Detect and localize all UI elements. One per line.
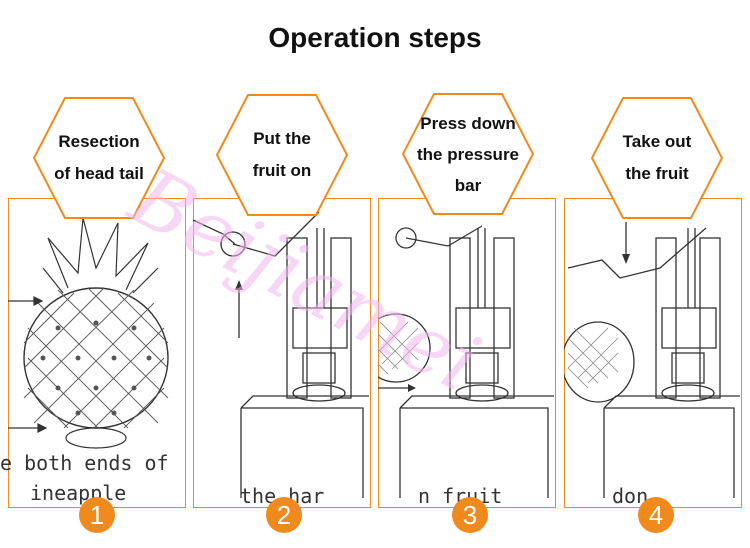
step-2-panel <box>193 198 371 508</box>
step-3-panel <box>378 198 556 508</box>
peeler-machine-icon <box>378 198 556 508</box>
step-2-label-line-2: fruit on <box>252 161 312 180</box>
step-4-label-line-1: Take out <box>622 132 692 151</box>
step-3-label-line-3: bar <box>454 175 482 195</box>
peeler-machine-icon <box>564 198 742 508</box>
step-1-panel <box>8 198 186 508</box>
step-2-label-hexagon: Put the fruit on <box>215 93 349 217</box>
step-4-caption: don <box>612 484 649 508</box>
step-1-caption-line-1: e both ends of <box>0 451 169 475</box>
step-2-caption: the har <box>240 484 325 508</box>
step-3-label-hexagon: Press down the pressure bar <box>401 92 535 216</box>
peeler-machine-icon <box>193 198 371 508</box>
step-2-number-badge: 2 <box>266 497 302 533</box>
page-title: Operation steps <box>268 22 482 53</box>
step-4-label-hexagon: Take out the fruit <box>590 96 724 220</box>
step-2-label-line-1: Put the <box>253 129 311 148</box>
step-1-caption-line-2: ineapple <box>30 481 127 505</box>
step-1-label-line-2: of head tail <box>54 164 144 183</box>
step-1-caption: e both ends of ineapple <box>0 448 186 508</box>
step-1-number-badge: 1 <box>79 497 115 533</box>
step-1-label-hexagon: Resection of head tail <box>32 96 166 220</box>
step-3-label-line-1: Press down <box>420 113 516 133</box>
step-3-label-line-2: the pressure <box>416 144 520 164</box>
step-1-label-line-1: Resection <box>58 132 140 151</box>
pineapple-icon <box>8 198 186 508</box>
step-4-panel <box>564 198 742 508</box>
step-4-number-badge: 4 <box>638 497 674 533</box>
step-4-label-line-2: the fruit <box>625 164 689 183</box>
step-3-number-badge: 3 <box>452 497 488 533</box>
